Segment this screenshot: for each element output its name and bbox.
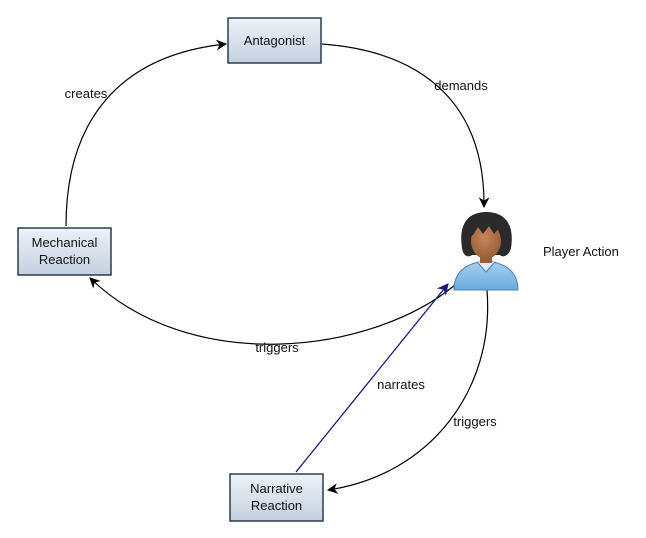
edge-demands: [321, 43, 490, 209]
user-icon: [453, 212, 519, 291]
edge-label-creates: creates: [65, 86, 108, 101]
node-antagonist[interactable]: Antagonist: [227, 17, 322, 64]
node-narrative-label-line1: Narrative: [250, 481, 303, 496]
edge-label-triggers-narrative: triggers: [453, 414, 497, 429]
edge-label-triggers-mechanical: triggers: [255, 340, 299, 355]
node-player-label: Player Action: [543, 244, 619, 259]
node-player[interactable]: Player Action: [453, 212, 619, 291]
node-mechanical-label-line2: Reaction: [39, 252, 90, 267]
node-mechanical-label-line1: Mechanical: [32, 235, 98, 250]
edge-triggers-mechanical: [89, 277, 456, 345]
edge-label-demands: demands: [434, 78, 488, 93]
edge-triggers-narrative: [326, 289, 489, 494]
node-narrative-reaction[interactable]: Narrative Reaction: [229, 473, 324, 522]
edge-creates: [65, 39, 228, 227]
edge-narrates: [295, 283, 449, 473]
edge-label-narrates: narrates: [377, 377, 425, 392]
node-narrative-label-line2: Reaction: [251, 498, 302, 513]
node-mechanical-reaction[interactable]: Mechanical Reaction: [17, 227, 112, 276]
node-antagonist-label: Antagonist: [244, 33, 306, 48]
